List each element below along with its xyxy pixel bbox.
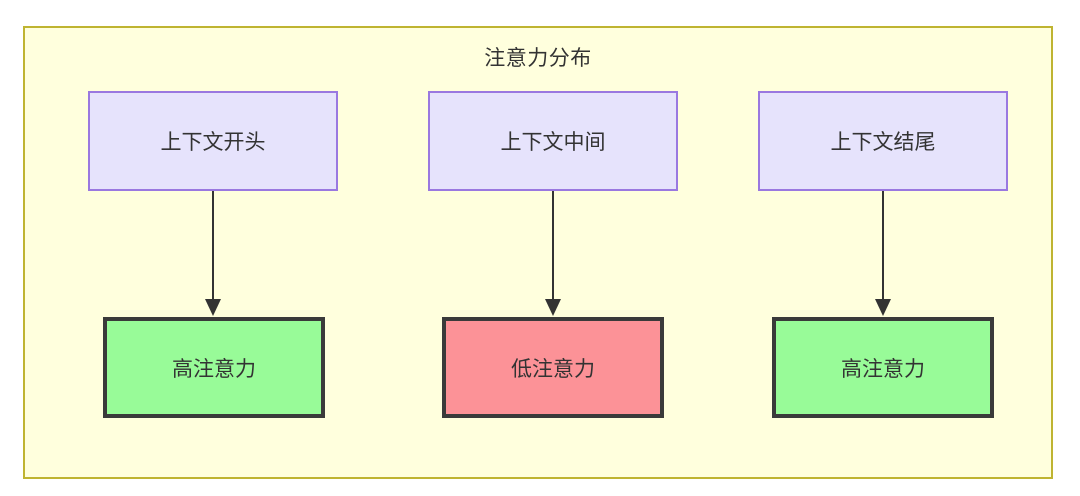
node-context-start[interactable]: 上下文开头 — [88, 91, 338, 191]
subgraph-title: 注意力分布 — [484, 47, 592, 70]
node-context-end[interactable]: 上下文结尾 — [758, 91, 1008, 191]
node-context-start-label: 上下文开头 — [160, 131, 266, 154]
node-attention-start-label: 高注意力 — [172, 357, 256, 381]
node-attention-end[interactable]: 高注意力 — [772, 317, 994, 418]
node-attention-middle-label: 低注意力 — [511, 357, 595, 381]
node-context-end-label: 上下文结尾 — [830, 131, 936, 154]
node-attention-start[interactable]: 高注意力 — [103, 317, 325, 418]
node-attention-middle[interactable]: 低注意力 — [442, 317, 664, 418]
node-context-middle[interactable]: 上下文中间 — [428, 91, 678, 191]
node-context-middle-label: 上下文中间 — [500, 131, 606, 154]
node-attention-end-label: 高注意力 — [841, 357, 925, 381]
